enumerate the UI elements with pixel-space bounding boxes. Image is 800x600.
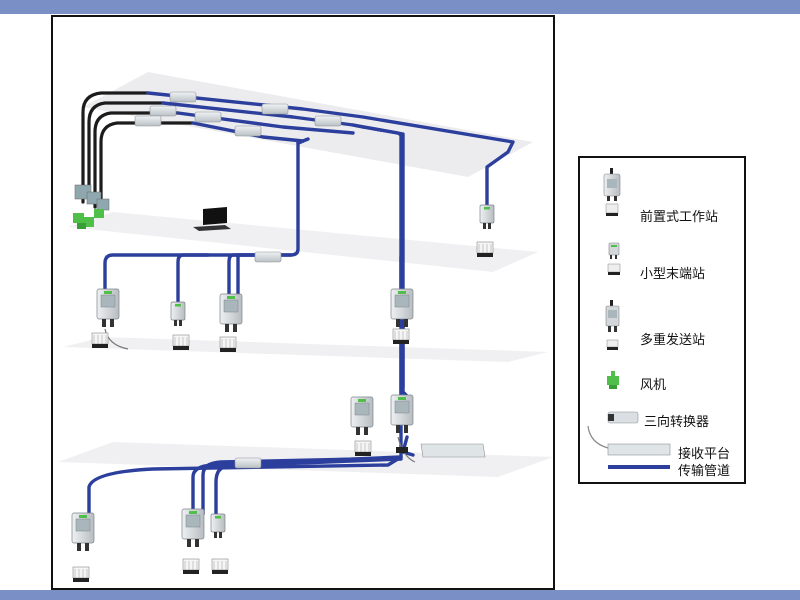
blower-fans — [73, 184, 110, 229]
computer-monitor — [193, 207, 231, 231]
legend-label-multi-send-station: 多重发送站 — [640, 333, 706, 348]
multi-send-station — [181, 508, 205, 548]
basket — [182, 558, 200, 575]
multi-send-station-icon — [605, 300, 620, 350]
front-workstation-icon — [603, 168, 621, 216]
floor-plane-2 — [68, 212, 538, 272]
front-workstation — [350, 396, 374, 436]
legend-label-small-terminal-station: 小型末端站 — [640, 267, 706, 282]
legend-label-blower-fan: 风机 — [640, 378, 667, 393]
transmission-pipe-icon — [608, 465, 670, 469]
three-way-diverter — [169, 91, 197, 103]
three-way-diverter-icon — [607, 411, 639, 424]
bottom-banner-bar — [0, 590, 800, 600]
system-illustration — [58, 72, 553, 583]
legend-label-receiving-platform: 接收平台 — [678, 447, 731, 462]
basket — [476, 241, 494, 258]
small-terminal-station-icon — [607, 242, 621, 275]
legend-box: 前置式工作站 小型末端站 多重发送站 风机 三向转换器 接收平台 传输管道 — [578, 156, 746, 484]
three-way-diverter — [234, 457, 262, 469]
three-way-diverter — [314, 115, 342, 127]
three-way-diverter — [254, 251, 282, 263]
basket — [172, 334, 190, 351]
small-terminal-station — [479, 204, 495, 230]
small-terminal-station — [170, 301, 186, 327]
basket — [392, 328, 410, 345]
receiving-platform-icon — [587, 425, 671, 456]
basket — [72, 566, 90, 583]
small-terminal-station — [210, 513, 226, 539]
legend-label-transmission-pipe: 传输管道 — [678, 464, 731, 479]
front-workstation — [96, 288, 120, 328]
floor-plane-3 — [63, 337, 548, 362]
blower-fan-icon — [607, 371, 619, 389]
basket — [354, 440, 372, 457]
basket — [91, 332, 109, 349]
front-workstation — [219, 293, 243, 333]
three-way-diverter — [149, 105, 177, 117]
three-way-diverter — [134, 115, 162, 127]
legend-icons — [587, 168, 671, 469]
three-way-diverter — [234, 125, 262, 137]
front-workstation — [71, 512, 95, 552]
legend-label-three-way-diverter: 三向转换器 — [644, 415, 710, 430]
receiving-platform — [420, 443, 486, 458]
three-way-diverter — [261, 103, 289, 115]
basket — [211, 558, 229, 575]
legend-label-front-workstation: 前置式工作站 — [640, 210, 719, 225]
basket — [219, 336, 237, 353]
three-way-diverter — [194, 111, 222, 123]
pneumatic-tube-system-diagram — [51, 15, 555, 590]
top-banner-bar — [0, 0, 800, 14]
